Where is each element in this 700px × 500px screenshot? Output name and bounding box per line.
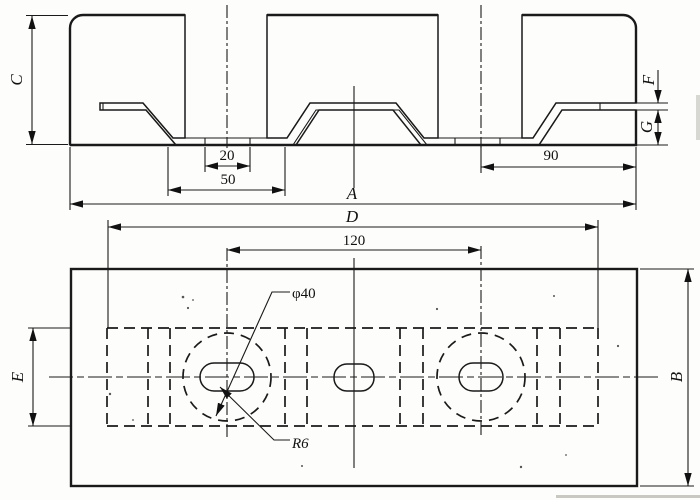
dim-die-opening-50: 50 [167, 147, 286, 196]
dim-label-50: 50 [221, 172, 236, 188]
block-cross-section-hatch [69, 14, 637, 146]
dim-label-a: A [346, 184, 358, 203]
dim-slit-f-and-land-g: F G [636, 70, 668, 146]
dim-overall-length-a: A [69, 147, 637, 210]
dim-label-f: F [639, 74, 658, 86]
dim-label-e: E [8, 371, 27, 383]
section-view: C 20 50 90 A [7, 5, 668, 328]
scan-noise [108, 95, 700, 498]
hidden-channel [106, 327, 599, 427]
plan-view: E B φ40 R6 [8, 246, 694, 488]
dim-overall-width-b: B [640, 268, 694, 487]
dim-label-g: G [637, 121, 656, 133]
dim-label-90: 90 [544, 148, 559, 164]
section-centerlines [226, 5, 482, 188]
dim-height-c: C [7, 14, 68, 146]
dim-label-c: C [7, 74, 26, 86]
dim-guide-width-e: E [8, 327, 70, 427]
dim-label-120: 120 [343, 233, 366, 249]
block-outline [68, 13, 638, 147]
dim-label-20: 20 [220, 148, 235, 164]
dim-punch-opening-20: 20 [204, 147, 251, 172]
leader-end-radius: R6 [219, 386, 309, 452]
dim-label-r6: R6 [291, 436, 309, 452]
dim-label-phi40: φ40 [292, 286, 316, 302]
dim-hole-spacing-120: 120 [227, 233, 481, 254]
dim-label-b: B [667, 371, 686, 382]
plan-centerlines [49, 246, 661, 468]
leader-hole-diameter: φ40 [215, 286, 316, 417]
dim-label-d: D [345, 207, 359, 226]
dim-guide-length-d: D [107, 207, 599, 328]
dim-right-span-90: 90 [480, 145, 636, 173]
